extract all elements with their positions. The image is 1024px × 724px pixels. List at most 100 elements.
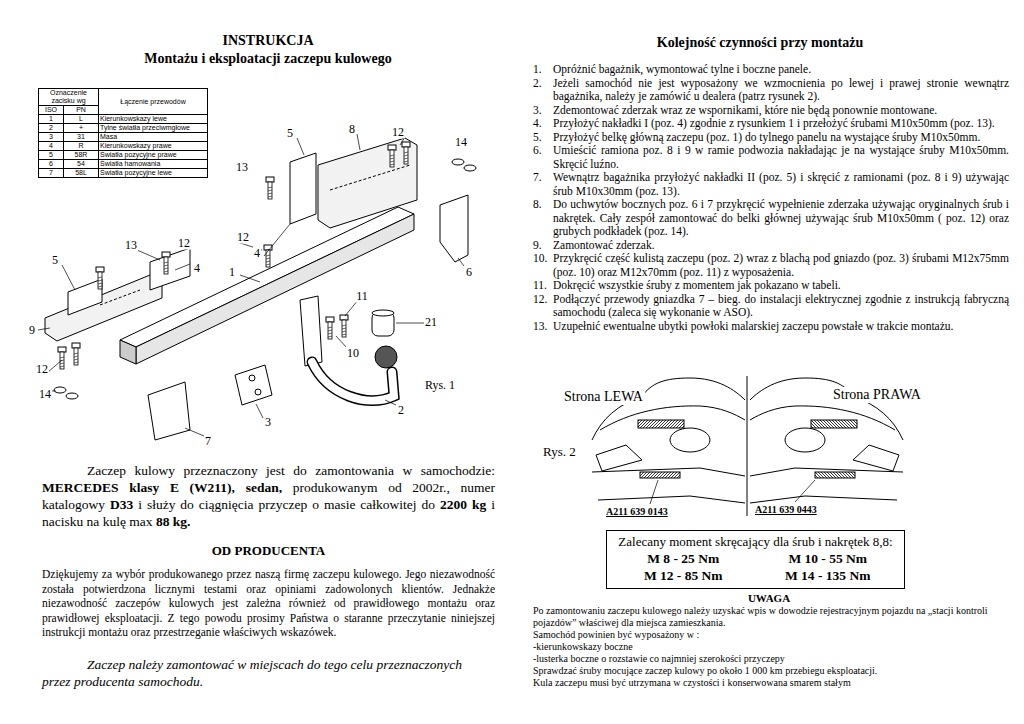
right-side [811,420,857,428]
cell-text: ISO [45,106,57,113]
tow-bar-drawing [249,375,255,381]
bolts [58,347,66,369]
section-heading: Kolejność czynności przy montażu [540,35,980,51]
cell-text: 7 [49,169,53,176]
step-text: Umieścić ramiona poz. 8 i 9 w ramie podw… [553,144,1009,171]
step-number: 11. [533,279,553,293]
table-cell: ISO [39,106,64,115]
table-cell: Masa [99,133,208,142]
tow-bar-drawing [148,382,190,440]
callout-number: 12 [177,237,191,250]
leader-lines [297,138,304,155]
cell-text: 1 [49,115,53,122]
washers [54,387,66,393]
emphasis: D33 [110,497,133,512]
callout-number: 3 [264,416,272,429]
table-row: 4RKierunkowskazy prawe [39,142,208,151]
bolts [264,245,272,267]
leader-lines [62,265,75,290]
warning-heading: UWAGA [533,592,1005,604]
cell-text: Masa [100,133,117,140]
step-text: Do uchwytów bocznych poz. 6 i 7 przykręc… [553,198,1009,239]
step-number: 4. [533,117,553,131]
leader-lines [38,134,464,436]
callout-number: 12 [391,126,405,139]
cell-text: Tylne światła przeciwmgłowe [100,124,190,131]
tow-bar-drawing [45,138,468,440]
table-cell: Oznaczenie zacisku wg [39,89,99,106]
tow-bar-drawing [120,207,414,347]
part-number: A211 639 0443 [755,504,817,515]
step: 1.Opróżnić bagażnik, wymontować tylne i … [533,63,1009,77]
side-label: Strona LEWA [562,389,645,405]
callout-number: 13 [235,161,249,174]
cell-text: 5 [49,151,53,158]
table-cell: + [64,124,99,133]
left-side [640,472,680,478]
tow-bar-drawing [312,362,394,401]
warning-line: -kierunkowskazy boczne [533,641,1007,653]
tow-bar-drawing [440,195,468,262]
table-cell: 2 [39,124,64,133]
table-row: 558RŚwiatła pozycyjne prawe [39,151,208,160]
callout-number: 14 [38,388,52,401]
callout-number: 13 [124,239,138,252]
table-cell: Światła pozycyjne prawe [99,151,208,160]
bolts [340,315,348,337]
callout-number: 1 [228,266,236,279]
torque-value: M 10 - 55 Nm [756,550,901,567]
emphasis: MERCEDES klasy E (W211), sedan, [42,480,282,495]
step: 7.Wewnątrz bagażnika przyłożyć nakładki … [533,171,1009,198]
left-side [598,496,745,503]
right-side [795,480,815,502]
subtitle: Montażu i eksploatacji zaczepu kulowego [90,51,446,67]
table-cell: 54 [64,160,99,169]
step-number: 9. [533,239,553,253]
step: 4.Przyłożyć nakładki I (poz. 4) zgodnie … [533,117,1009,131]
step-text: Zdemontować zderzak wraz ze wspornikami,… [553,104,1009,118]
tow-bar-drawing [290,153,316,224]
table-cell: Światła hamowania [99,160,208,169]
step-text: Jeżeli samochód nie jest wyposażony we w… [553,77,1009,104]
warning-line: Samochód powinien być wyposażony w : [533,629,1007,641]
table-body: Oznaczenie zacisku wgŁączenie przewodówI… [39,89,208,178]
cell-text: Światła pozycyjne prawe [100,151,177,158]
tow-bar-drawing [68,279,102,315]
table-cell: Łączenie przewodów [99,89,208,115]
tow-bar-drawing [150,248,190,290]
side-label: Strona PRAWA [831,387,923,403]
bolts [266,177,274,199]
cell-text: 58L [75,169,87,176]
section-heading: OD PRODUCENTA [42,543,495,559]
producer-paragraph: Dziękujemy za wybór produkowanego przez … [42,567,495,640]
cell-text: 54 [77,160,85,167]
step: 9.Zamontować zderzak. [533,239,1009,253]
cell-text: Kierunkowskazy prawe [100,142,172,149]
leader-lines [48,360,62,372]
step: 2.Jeżeli samochód nie jest wyposażony we… [533,77,1009,104]
step-text: Podłączyć przewody gniazdka 7 – bieg. do… [553,293,1009,320]
table-row: 654Światła hamowania [39,160,208,169]
leader-lines [185,428,204,436]
step-number: 12. [533,293,553,320]
leader-lines [396,323,424,324]
right-side [815,472,855,478]
title: INSTRUKCJA [100,33,436,49]
callout-number: 12 [236,231,250,244]
table-cell: Kierunkowskazy prawe [99,142,208,151]
callout-number: 8 [348,123,356,136]
warning-line: -lusterka boczne o rozstawie co najmniej… [533,653,1007,665]
table-cell: 7 [39,169,64,178]
step: 3.Zdemontować zderzak wraz ze wspornikam… [533,104,1009,118]
torque-value: M 8 - 25 Nm [611,550,756,567]
cell-text: Kierunkowskazy lewe [100,115,167,122]
step: 13.Uzupełnić ewentualne ubytki powłoki m… [533,320,1009,334]
callout-number: 5 [286,127,294,140]
bolts [388,145,396,167]
callout-number: 6 [465,266,473,279]
table-cell: 31 [64,133,99,142]
step-text: Dokręcić wszystkie śruby z momentem jak … [553,279,1009,293]
step-number: 5. [533,131,553,145]
step: 6.Umieścić ramiona poz. 8 i 9 w ramie po… [533,144,1009,171]
torque-value: M 12 - 85 Nm [611,567,756,584]
